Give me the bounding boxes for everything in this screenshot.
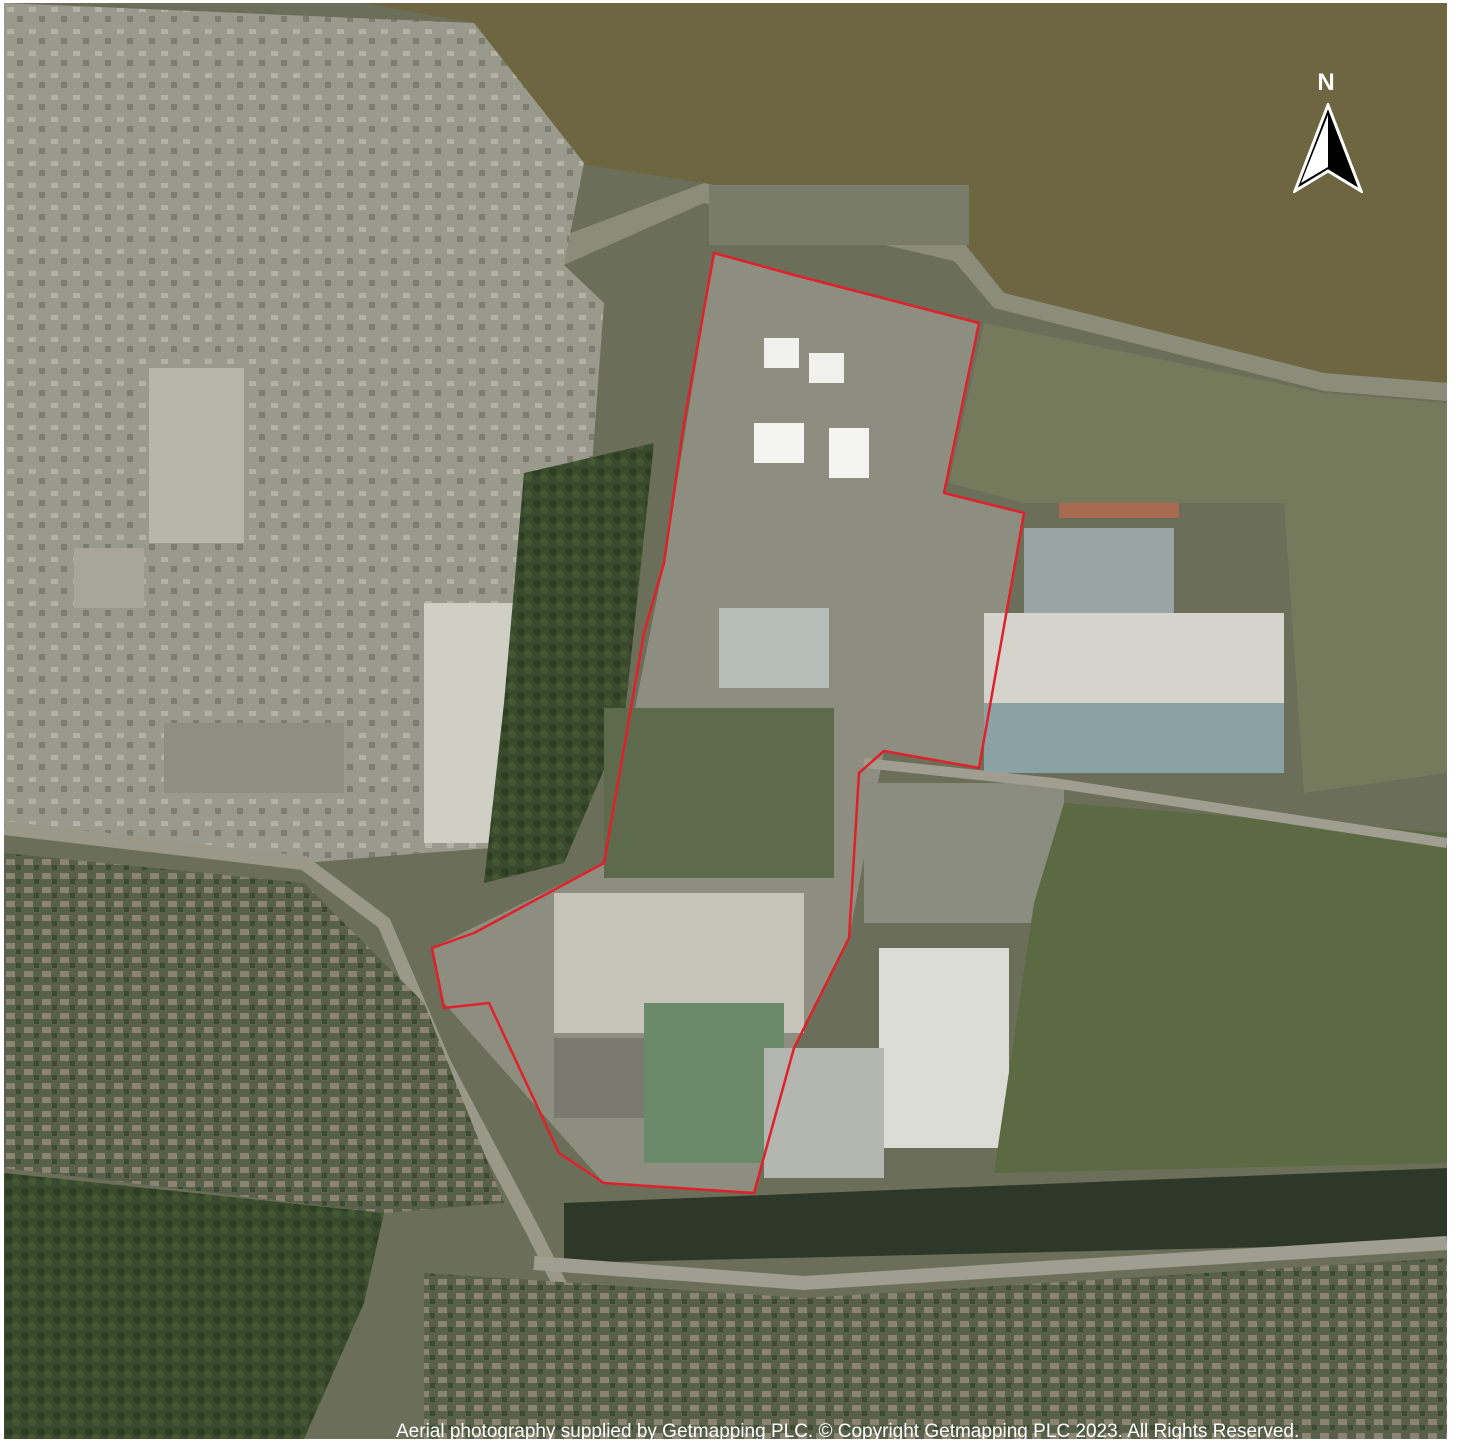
- factory-green-roof: [644, 1003, 784, 1163]
- road-east-link: [863, 758, 1447, 848]
- warehouse-east-annex: [1024, 528, 1174, 613]
- road-south: [533, 1236, 1447, 1291]
- east-brownfield: [994, 803, 1447, 1173]
- car-park: [864, 783, 1064, 923]
- housing-west: [4, 853, 504, 1213]
- site-boundary[interactable]: [430, 251, 1026, 1195]
- warehouse-east-loading: [984, 703, 1284, 773]
- jetty: [709, 185, 969, 245]
- works-building-1: [149, 368, 244, 543]
- north-label: N: [1317, 69, 1335, 96]
- works-building-2: [74, 548, 144, 608]
- north-arrow-icon: [1293, 103, 1363, 193]
- housing-south: [424, 1258, 1447, 1439]
- tank-building-1: [764, 338, 799, 368]
- shed-south: [764, 1048, 884, 1178]
- aerial-photo: [4, 3, 1447, 1439]
- storage-shed: [719, 608, 829, 688]
- aerial-map[interactable]: N Aerial photography supplied by Getmapp…: [4, 3, 1447, 1439]
- marquee-1: [754, 423, 804, 463]
- northeast-scrubland: [949, 323, 1447, 793]
- wooded-strip: [484, 443, 654, 883]
- central-open-ground: [604, 708, 834, 878]
- north-arrow: N: [1286, 69, 1366, 195]
- tank-building-2: [809, 353, 844, 383]
- railway-cutting: [564, 1168, 1447, 1263]
- warehouse-south: [879, 948, 1009, 1148]
- marquee-2: [829, 428, 869, 478]
- river-quay: [544, 183, 1447, 401]
- works-building-3: [164, 723, 344, 793]
- southwest-woodland: [4, 1173, 384, 1439]
- factory-annex: [554, 1038, 644, 1118]
- copyright-notice: Aerial photography supplied by Getmappin…: [396, 1421, 1300, 1439]
